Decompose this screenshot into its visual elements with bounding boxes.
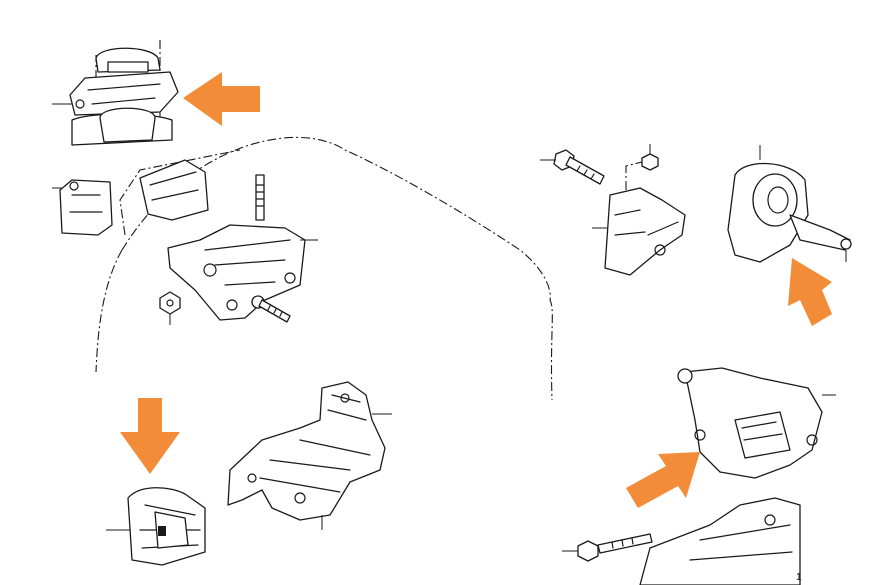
- callout-number: 1: [796, 572, 802, 583]
- long-bolt-lower-right: [562, 533, 653, 562]
- left-mount-bracket: [52, 159, 209, 236]
- center-nut: [159, 291, 181, 325]
- lower-center-bracket: [227, 381, 392, 530]
- upper-right-bracket: [592, 187, 686, 276]
- long-bolt-upper-right: [540, 149, 605, 185]
- arrow-upper-right: [788, 258, 832, 326]
- lower-right-bracket: [639, 497, 801, 585]
- arrow-upper-left: [183, 72, 260, 126]
- lower-rubber-mount: [106, 487, 206, 566]
- arrow-lower-left: [120, 398, 180, 474]
- right-mount-insulator: [727, 145, 852, 263]
- small-bolt-upper-right: [625, 144, 659, 190]
- arrow-lower-right: [626, 452, 700, 508]
- transmission-mount: [677, 367, 836, 479]
- stud-bolt: [255, 174, 265, 221]
- center-mounting-bracket: [167, 224, 318, 321]
- upper-engine-mount: [52, 47, 179, 146]
- center-bolt: [251, 295, 291, 323]
